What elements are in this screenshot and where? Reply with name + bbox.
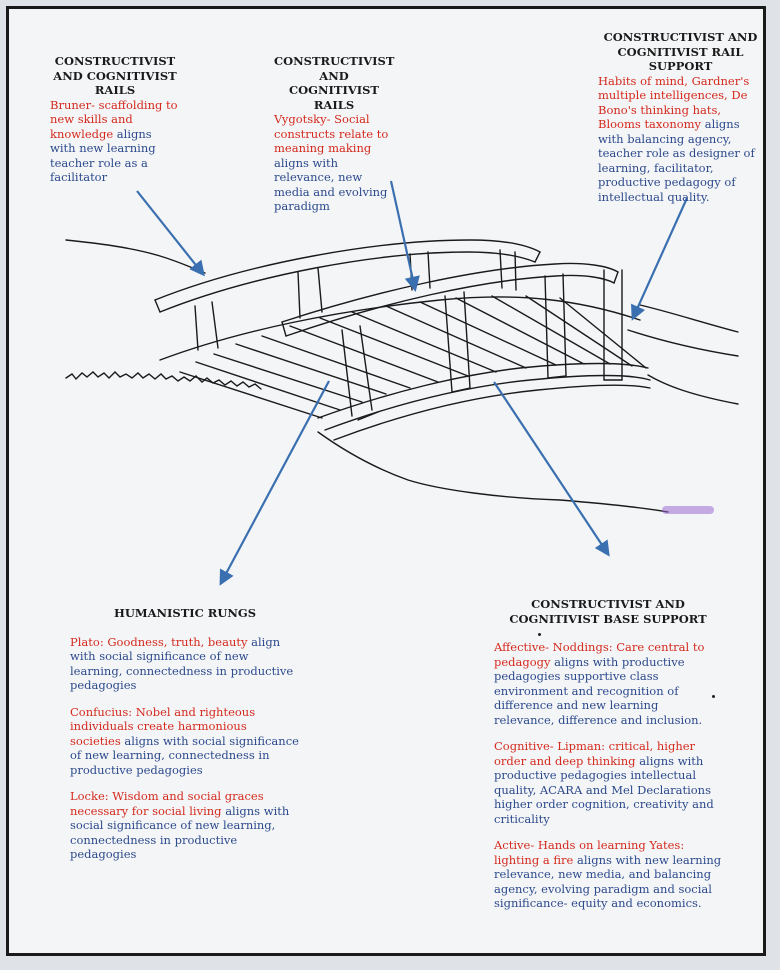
annotation-heading: CONSTRUCTIVIST AND COGNITIVIST RAIL SUPP… — [598, 30, 763, 74]
left-bank-line — [66, 240, 205, 273]
annotation-heading: HUMANISTIC RUNGS — [70, 606, 300, 621]
front-post — [342, 326, 372, 416]
rails-left-annotation: CONSTRUCTIVIST AND COGNITIVIST RAILS Bru… — [50, 54, 180, 185]
base-item: Affective- Noddings: Care central to ped… — [494, 640, 722, 727]
rail-support-annotation: CONSTRUCTIVIST AND COGNITIVIST RAIL SUPP… — [598, 30, 763, 204]
right-bank-line — [648, 375, 738, 404]
arrow-to-rail-support — [633, 198, 687, 318]
ground-line — [318, 432, 668, 512]
back-post — [195, 302, 218, 350]
base-support-annotation: CONSTRUCTIVIST AND COGNITIVIST BASE SUPP… — [494, 597, 722, 923]
right-bank-top — [640, 305, 738, 332]
rung-item: Plato: Goodness, truth, beauty align wit… — [70, 635, 300, 693]
front-rail-top — [282, 263, 618, 322]
rung-item: Confucius: Nobel and righteous individua… — [70, 705, 300, 778]
arrow-to-humanistic-rungs — [221, 381, 329, 583]
rails-mid-annotation: CONSTRUCTIVIST AND COGNITIVIST RAILS Vyg… — [274, 54, 394, 214]
rung-theorist: Plato: Goodness, truth, beauty — [70, 635, 247, 649]
marker-smudge — [662, 506, 714, 514]
rung-item: Locke: Wisdom and social graces necessar… — [70, 789, 300, 862]
deck-front-edge — [318, 364, 648, 419]
annotation-heading: CONSTRUCTIVIST AND COGNITIVIST RAILS — [274, 54, 394, 112]
annotation-heading: CONSTRUCTIVIST AND COGNITIVIST RAILS — [50, 54, 180, 98]
annotation-alignment: aligns with relevance, new media and evo… — [274, 156, 387, 214]
arrow-to-back-rail — [137, 191, 203, 274]
base-item: Cognitive- Lipman: critical, higher orde… — [494, 739, 722, 826]
arrow-to-front-rail — [391, 181, 415, 289]
humanistic-rungs-annotation: HUMANISTIC RUNGS Plato: Goodness, truth,… — [70, 606, 300, 874]
deck-back-edge — [160, 297, 640, 360]
annotation-heading: CONSTRUCTIVIST AND COGNITIVIST BASE SUPP… — [494, 597, 722, 626]
arrow-to-base-support — [494, 382, 608, 554]
base-item: Active- Hands on learning Yates: lightin… — [494, 838, 722, 911]
back-rail-top — [155, 240, 540, 300]
annotation-theorist: Vygotsky- Social constructs relate to me… — [274, 112, 388, 155]
